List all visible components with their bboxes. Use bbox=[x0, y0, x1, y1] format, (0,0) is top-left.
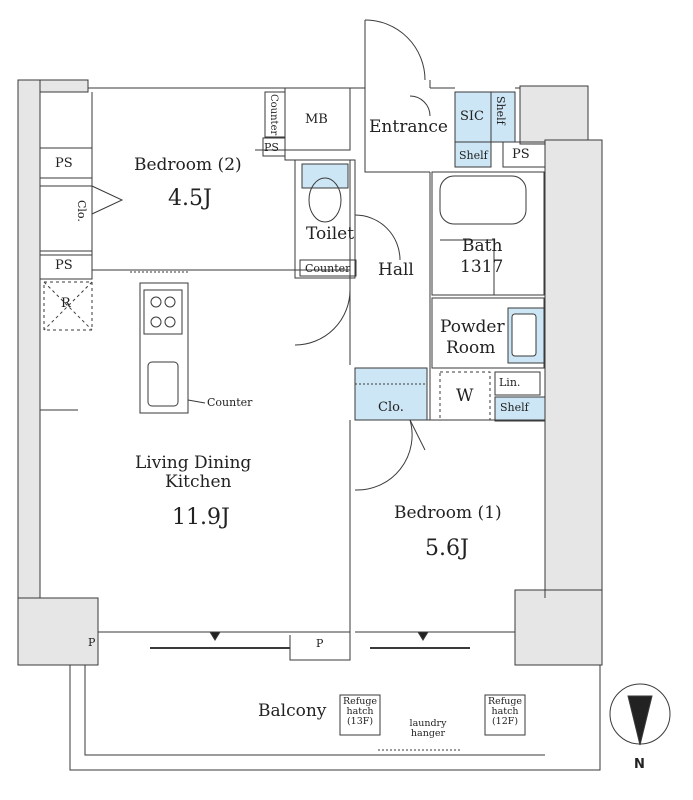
bedroom2-label: Bedroom (2) bbox=[134, 155, 242, 175]
toilet-counter bbox=[299, 259, 357, 277]
refuge-13-label: Refuge hatch (13F) bbox=[342, 696, 378, 727]
balcony-outline bbox=[69, 665, 601, 771]
laundry-label: laundry hanger bbox=[409, 718, 447, 739]
hall-label: Hall bbox=[378, 260, 414, 280]
toilet-counter-label: Counter bbox=[305, 262, 351, 275]
balcony-label: Balcony bbox=[258, 701, 327, 721]
clo-left bbox=[39, 185, 93, 252]
bedroom1-label: Bedroom (1) bbox=[394, 503, 502, 523]
counter-vert-label: Counter bbox=[268, 94, 279, 136]
ps-bottom-box bbox=[39, 254, 93, 280]
p-mid-label: P bbox=[316, 637, 324, 650]
compass-needle bbox=[627, 695, 653, 746]
kitchen-counter bbox=[139, 282, 189, 414]
refuge-12 bbox=[484, 694, 526, 736]
bedroom1-size: 5.6J bbox=[425, 536, 469, 561]
shelf-right bbox=[490, 91, 516, 143]
clo-left-label: Clo. bbox=[75, 200, 88, 222]
p-left-label: P bbox=[88, 636, 96, 649]
ldk-label-1: Living Dining bbox=[135, 453, 252, 473]
ps-bottom-label: PS bbox=[55, 258, 73, 273]
ldk-label-2: Kitchen bbox=[165, 472, 232, 492]
ps-right-label: PS bbox=[512, 147, 530, 162]
ps-small-label: PS bbox=[264, 141, 279, 154]
lin-label: Lin. bbox=[499, 376, 521, 389]
stove bbox=[143, 289, 183, 335]
bathtub bbox=[439, 175, 527, 225]
ps-right bbox=[502, 141, 546, 168]
mb-label: MB bbox=[305, 112, 328, 127]
bedroom2-size: 4.5J bbox=[168, 186, 212, 211]
sink bbox=[147, 361, 179, 407]
toilet-tank bbox=[301, 163, 349, 189]
powder-label-2: Room bbox=[446, 338, 496, 358]
toilet-label: Toilet bbox=[306, 224, 355, 244]
toilet-bowl bbox=[308, 177, 342, 223]
entrance-label: Entrance bbox=[369, 117, 448, 137]
refuge-13 bbox=[339, 694, 381, 736]
sic-label: SIC bbox=[460, 109, 484, 124]
shelf-entrance-label: Shelf bbox=[459, 149, 488, 162]
counter-small bbox=[264, 91, 286, 138]
bath-room bbox=[431, 171, 545, 296]
r-label: R bbox=[61, 296, 71, 311]
ps-top-label: PS bbox=[55, 156, 73, 171]
clo-hall-label: Clo. bbox=[378, 400, 404, 415]
ldk-size: 11.9J bbox=[172, 505, 230, 530]
clo-hall bbox=[354, 367, 428, 421]
shelf-powder bbox=[494, 396, 546, 422]
shelf-under bbox=[454, 141, 492, 168]
north-label: N bbox=[634, 757, 645, 772]
lin-box bbox=[494, 371, 541, 396]
bath-label: Bath bbox=[462, 236, 503, 256]
powder-label-1: Powder bbox=[440, 317, 505, 337]
refuge-12-label: Refuge hatch (12F) bbox=[487, 696, 523, 727]
ps-top-box bbox=[39, 147, 93, 179]
ps-small bbox=[262, 137, 286, 157]
w-label: W bbox=[456, 386, 474, 406]
bath-size: 1317 bbox=[460, 257, 504, 277]
shelf-vert-label: Shelf bbox=[494, 96, 507, 125]
shelf-powder-label: Shelf bbox=[500, 401, 529, 414]
r-box bbox=[43, 281, 93, 331]
kitchen-counter-label: Counter bbox=[207, 396, 253, 409]
